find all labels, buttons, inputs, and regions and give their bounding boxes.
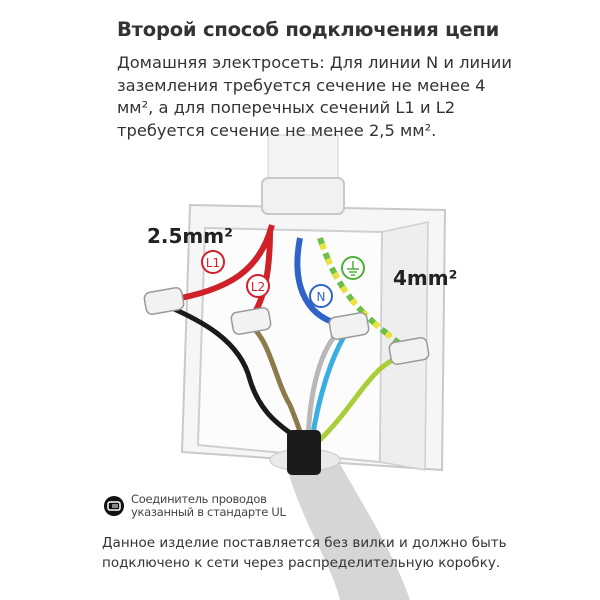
description: Домашняя электросеть: Для линии N и лини… xyxy=(117,53,512,140)
note-line-1: Соединитель проводов xyxy=(131,492,267,506)
wire-ground xyxy=(317,237,407,351)
wire-size-small: 2.5mm² xyxy=(147,224,233,248)
label-N: N xyxy=(317,290,326,304)
wire-size-large: 4mm² xyxy=(393,266,458,290)
wire-connector-icon xyxy=(104,496,124,516)
footer-text: Данное изделие поставляется без вилки и … xyxy=(102,535,507,571)
cable-jacket xyxy=(287,430,321,475)
page-title: Второй способ подключения цепи xyxy=(117,18,500,41)
pipe-collar xyxy=(261,177,345,215)
wire-light-blue xyxy=(309,333,348,441)
note-line-2: указанный в стандарте UL xyxy=(131,505,286,519)
wire-brown xyxy=(248,323,305,441)
wire-connectors xyxy=(143,287,430,365)
supply-cable xyxy=(285,455,410,600)
wire-black xyxy=(164,302,300,442)
label-L2: L2 xyxy=(251,280,265,294)
connector-note: Соединитель проводов указанный в стандар… xyxy=(104,493,286,519)
ground-icon xyxy=(341,256,365,280)
label-L1: L1 xyxy=(206,256,220,270)
